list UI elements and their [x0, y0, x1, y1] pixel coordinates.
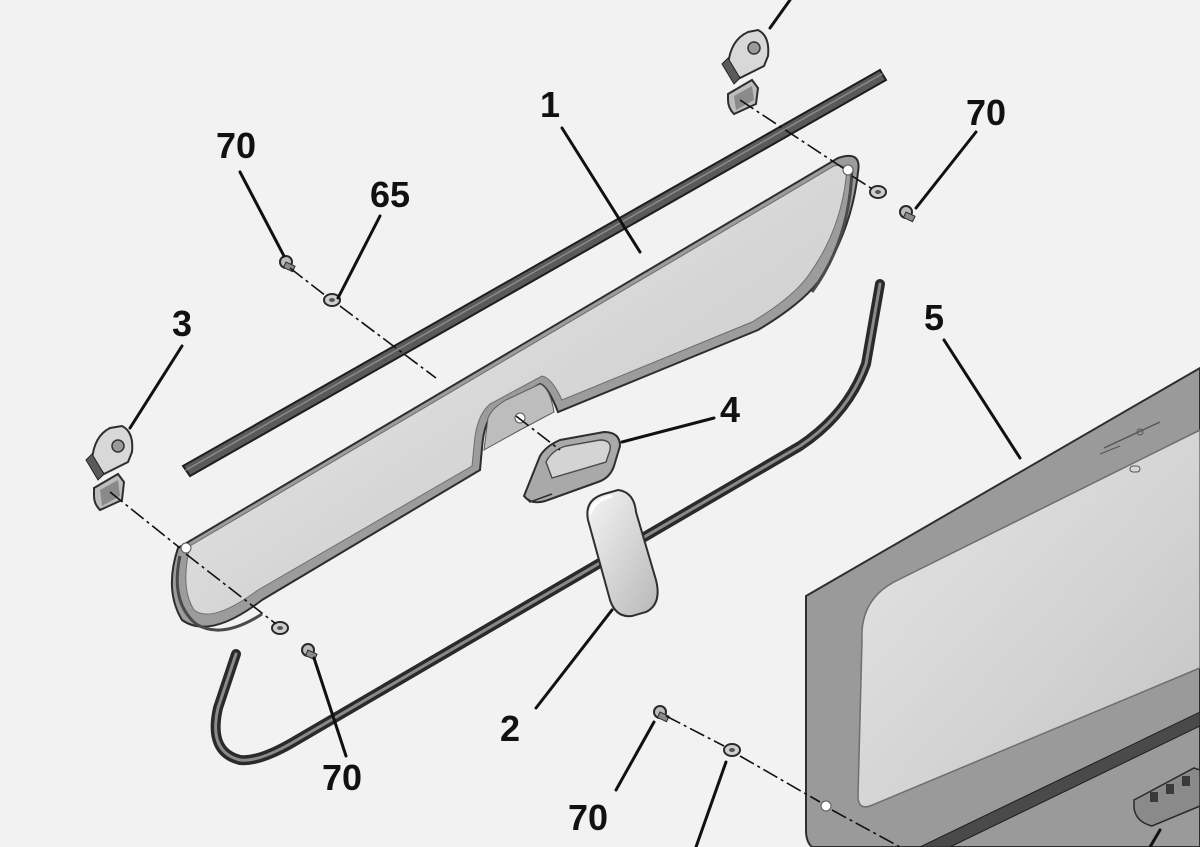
callout-65: 65: [370, 174, 410, 215]
roller-bracket-right: [721, 28, 770, 116]
callout-labels: 1 2 3 4 5 65 70 70 70 70: [172, 84, 1006, 838]
screw-top-right: [899, 205, 916, 223]
assembly-axis-lines: [109, 99, 901, 847]
screw-top-left: [279, 255, 296, 273]
screw-bottom-left: [301, 643, 318, 661]
callout-70-top-right: 70: [966, 92, 1006, 133]
lower-channel-seal: [210, 279, 885, 766]
callout-2: 2: [500, 708, 520, 749]
fixed-window-glass: [805, 366, 1200, 847]
washer-bottom-center: [723, 743, 741, 757]
roller-bracket-left: [85, 424, 134, 512]
callout-70-bottom-left: 70: [322, 757, 362, 798]
callout-4: 4: [720, 389, 740, 430]
washer-bottom-left: [271, 621, 289, 635]
washer-65: [323, 293, 341, 307]
washer-top-right: [869, 185, 887, 199]
leader-lines: [128, 0, 1162, 847]
upper-guide-strip: [181, 68, 888, 478]
callout-3: 3: [172, 303, 192, 344]
sliding-glass-panel: [170, 154, 860, 632]
callout-5: 5: [924, 297, 944, 338]
lower-right-bracket: [1133, 767, 1200, 827]
screw-bottom-center: [653, 705, 670, 723]
handle-housing: [522, 430, 622, 504]
callout-1: 1: [540, 84, 560, 125]
handle-grip: [586, 488, 659, 618]
callout-70-bottom-center: 70: [568, 797, 608, 838]
callout-70-top-left: 70: [216, 125, 256, 166]
